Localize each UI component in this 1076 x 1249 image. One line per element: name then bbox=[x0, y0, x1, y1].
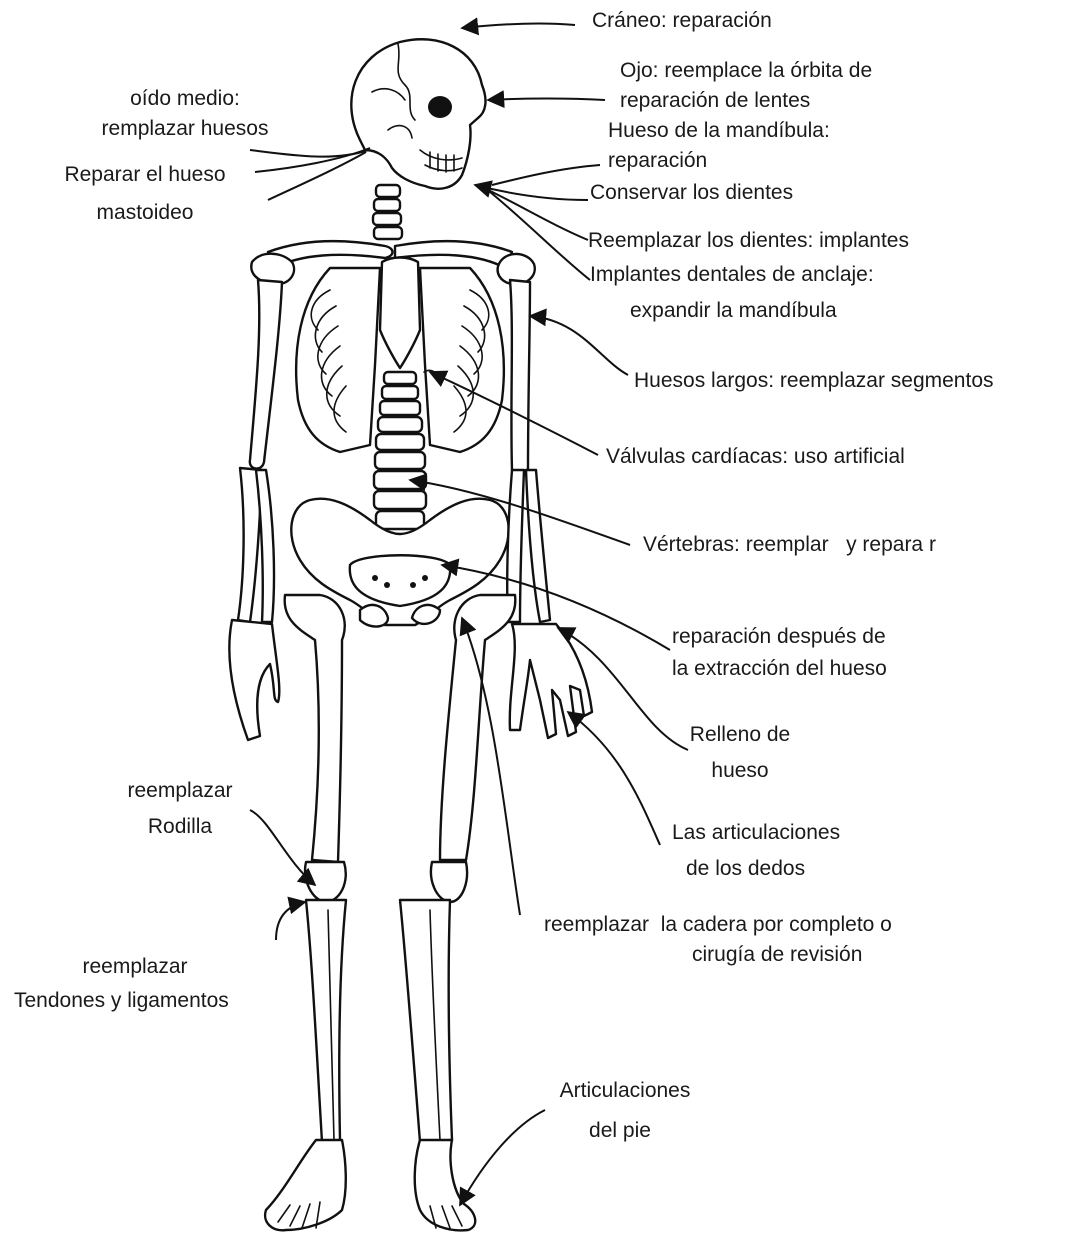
label-eye-line2: reparación de lentes bbox=[620, 88, 810, 113]
label-finger-joints-line1: Las articulaciones bbox=[672, 820, 840, 845]
label-extraction-line1: reparación después de bbox=[672, 624, 886, 649]
label-foot-line2: del pie bbox=[540, 1118, 700, 1143]
skull bbox=[351, 39, 485, 188]
arrow-long-bones bbox=[530, 316, 628, 375]
arrow-foot bbox=[460, 1110, 545, 1205]
label-jaw-line1: Hueso de la mandíbula: bbox=[608, 118, 830, 143]
label-middle-ear-line1: oído medio: bbox=[70, 86, 300, 111]
label-finger-joints-line2: de los dedos bbox=[686, 856, 805, 881]
arrow-mastoid bbox=[268, 152, 366, 200]
label-knee-line2: Rodilla bbox=[100, 814, 260, 839]
label-bone-fill-line1: Relleno de bbox=[680, 722, 800, 747]
label-skull: Cráneo: reparación bbox=[592, 8, 772, 33]
arrow-tendons bbox=[276, 902, 305, 940]
label-knee-line1: reemplazar bbox=[100, 778, 260, 803]
feet bbox=[265, 1140, 475, 1230]
label-bone-fill-line2: hueso bbox=[680, 758, 800, 783]
label-foot-line1: Articulaciones bbox=[540, 1078, 710, 1103]
arrow-jaw bbox=[492, 165, 600, 185]
cervical-spine bbox=[373, 185, 402, 239]
label-hip-line1: reemplazar la cadera por completo o bbox=[544, 912, 892, 937]
label-mastoid-line1: Reparar el hueso bbox=[30, 162, 260, 187]
label-long-bones: Huesos largos: reemplazar segmentos bbox=[634, 368, 994, 393]
arrow-finger-joints bbox=[568, 712, 660, 845]
arrow-skull bbox=[462, 24, 575, 28]
label-extraction-line2: la extracción del hueso bbox=[672, 656, 887, 681]
label-replace-teeth: Reemplazar los dientes: implantes bbox=[588, 228, 909, 253]
label-keep-teeth: Conservar los dientes bbox=[590, 180, 793, 205]
label-eye-line1: Ojo: reemplace la órbita de bbox=[620, 58, 872, 83]
label-tendons-line1: reemplazar bbox=[60, 954, 210, 979]
label-heart-valves: Válvulas cardíacas: uso artificial bbox=[606, 444, 905, 469]
label-vertebrae: Vértebras: reemplar y repara r bbox=[643, 532, 936, 557]
spine bbox=[374, 372, 426, 529]
label-hip-line2: cirugía de revisión bbox=[692, 942, 862, 967]
label-mastoid-line2: mastoideo bbox=[30, 200, 260, 225]
arrow-eye bbox=[488, 99, 605, 101]
label-anchor-line1: Implantes dentales de anclaje: bbox=[590, 262, 874, 287]
label-middle-ear-line2: remplazar huesos bbox=[70, 116, 300, 141]
label-anchor-line2: expandir la mandíbula bbox=[630, 298, 837, 323]
label-tendons-line2: Tendones y ligamentos bbox=[14, 988, 229, 1013]
label-jaw-line2: reparación bbox=[608, 148, 707, 173]
